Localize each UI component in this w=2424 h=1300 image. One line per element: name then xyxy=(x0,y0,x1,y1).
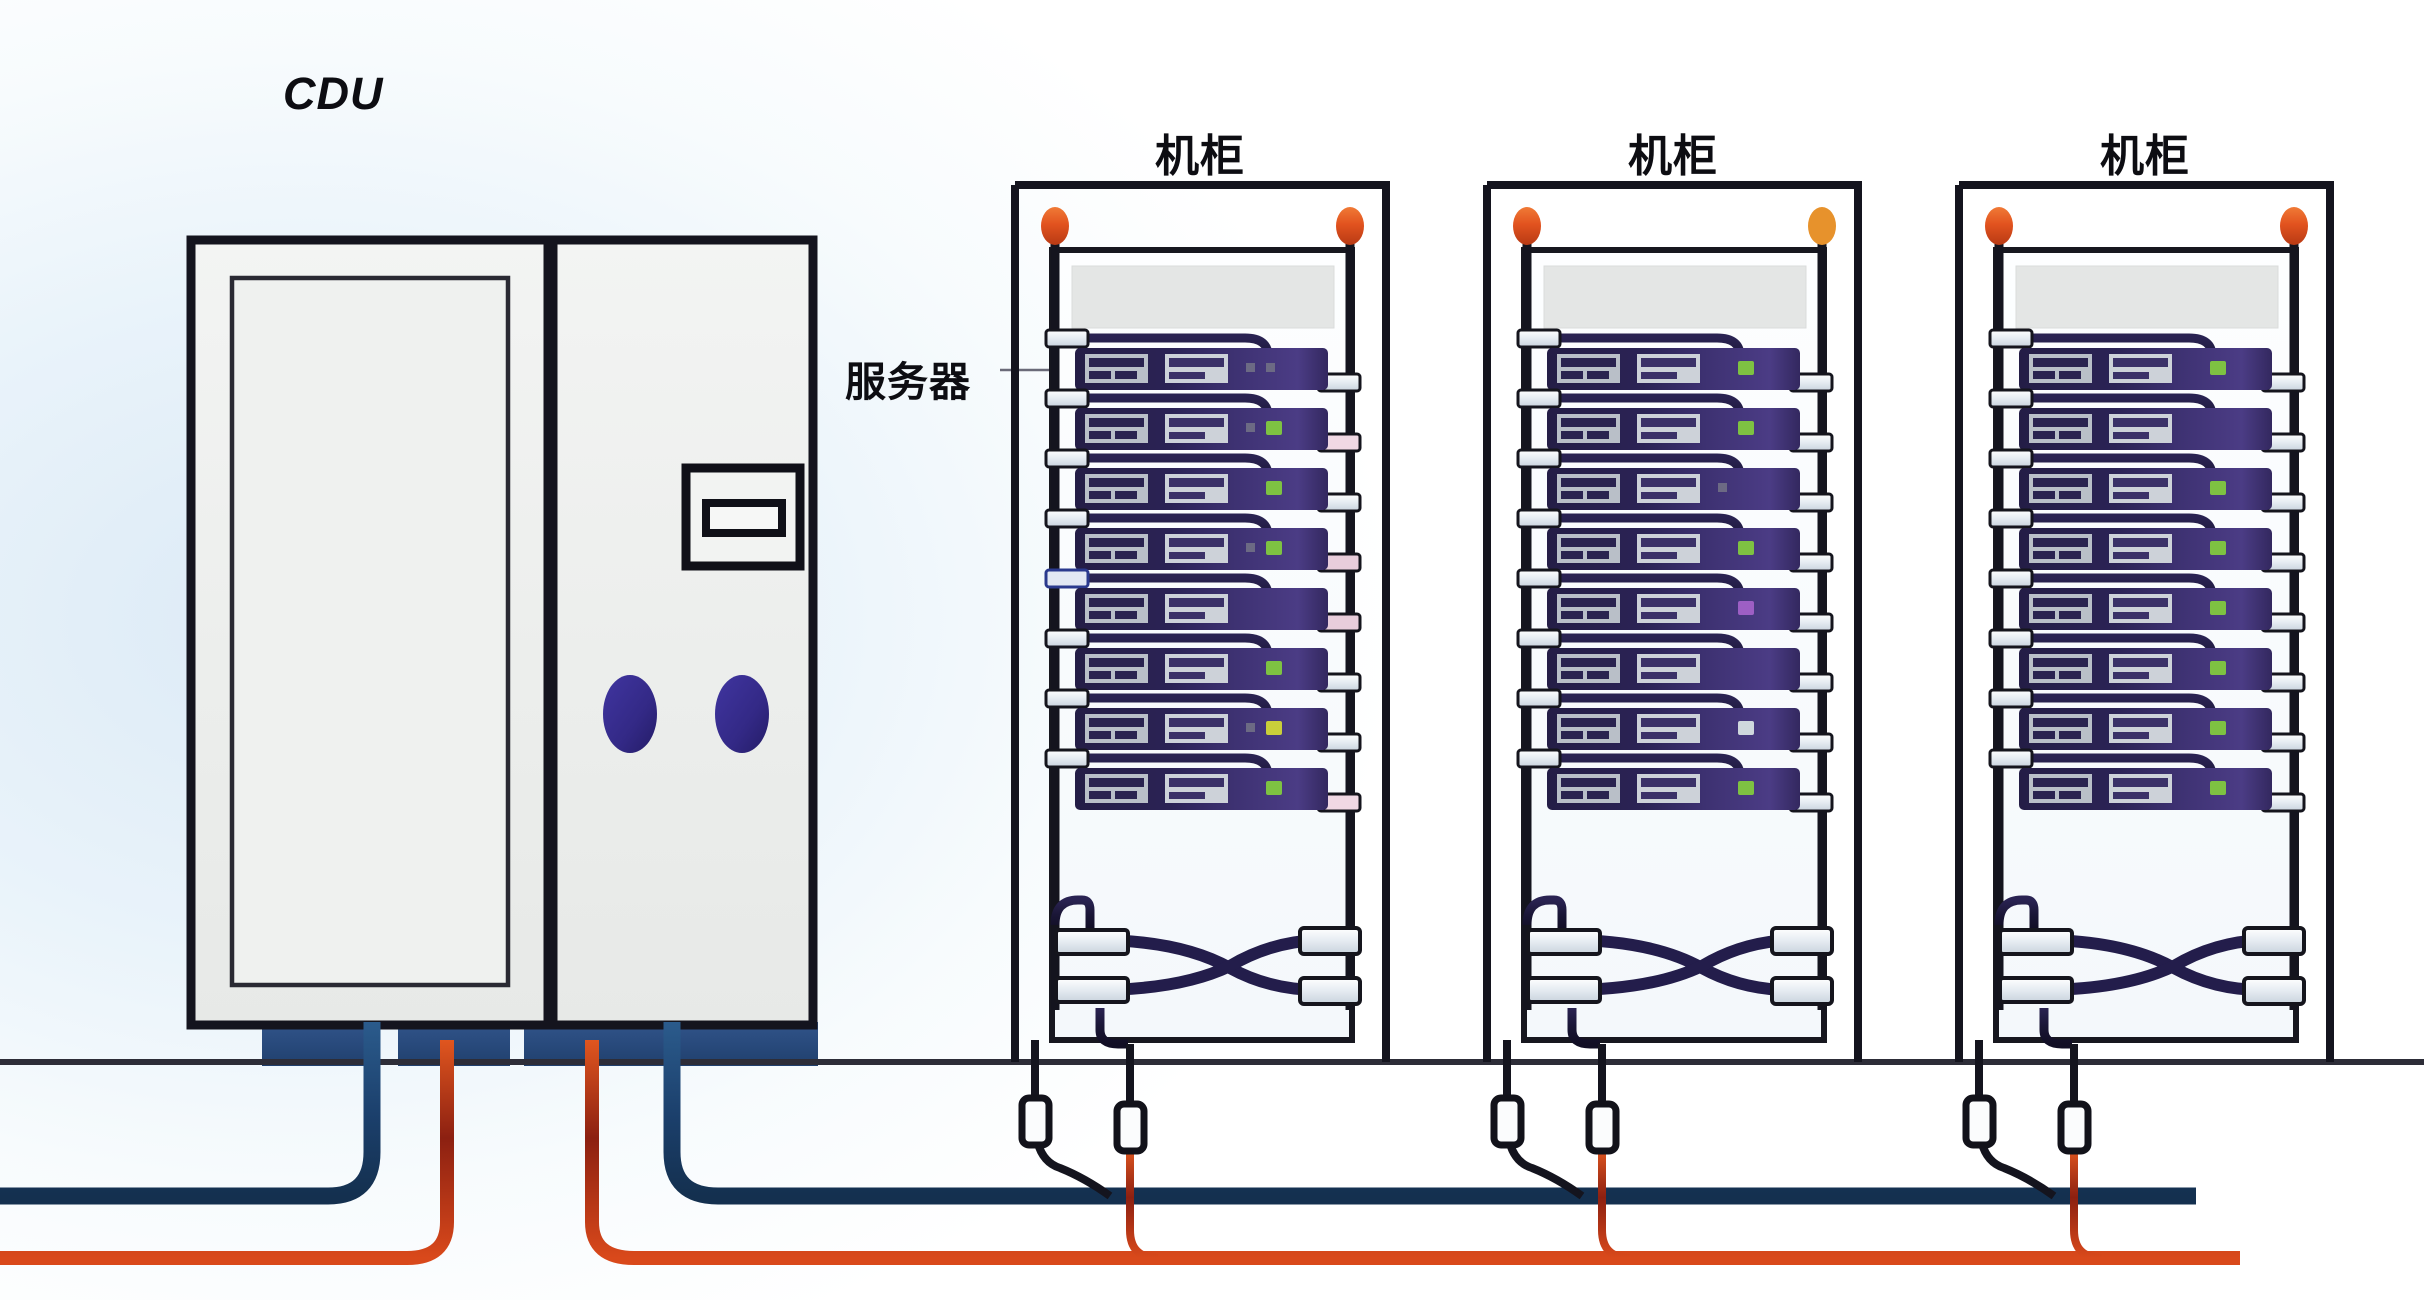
rack-2-led-right xyxy=(1808,207,1836,245)
floor-trunk-pipes xyxy=(0,1187,2240,1265)
rack-1-floor-drops xyxy=(1018,1040,1159,1262)
server-unit[interactable] xyxy=(1516,508,1834,573)
rack-2-valve-box-right xyxy=(1585,1100,1620,1155)
server-status-led xyxy=(2210,721,2226,735)
server-unit[interactable] xyxy=(1988,508,2306,573)
rack-1-servers[interactable] xyxy=(1044,328,1362,813)
server-unit[interactable] xyxy=(1988,448,2306,513)
rack-1-led-right xyxy=(1336,207,1364,245)
rack-2-led-left xyxy=(1513,207,1541,245)
rack-3[interactable] xyxy=(1955,181,2334,1262)
cdu-unit[interactable] xyxy=(186,235,818,1066)
rack-label-2: 机柜 xyxy=(1628,132,1718,181)
server-unit[interactable] xyxy=(1044,328,1362,393)
rack-3-led-right xyxy=(2280,207,2308,245)
rack-3-floor-drops xyxy=(1962,1040,2103,1262)
cdu-control-panel[interactable] xyxy=(681,463,805,571)
server-unit[interactable] xyxy=(1044,388,1362,453)
rack-label-1: 机柜 xyxy=(1155,132,1245,181)
rack-3-blank-panel xyxy=(2015,265,2279,329)
rack-3-top-indicators xyxy=(1985,207,2308,245)
server-unit[interactable] xyxy=(1044,508,1362,573)
rack-3-valve-box-left xyxy=(1962,1094,1997,1149)
rack-1[interactable] xyxy=(1011,181,1390,1262)
cdu-indicator-oval-2 xyxy=(715,675,769,753)
server-unit[interactable] xyxy=(1044,568,1362,633)
server-status-led xyxy=(1266,481,1282,495)
server-unit[interactable] xyxy=(1988,388,2306,453)
server-status-led xyxy=(1266,661,1282,675)
cdu-label: CDU xyxy=(283,68,384,119)
server-unit[interactable] xyxy=(1516,388,1834,453)
server-unit[interactable] xyxy=(1044,688,1362,753)
rack-2-bottom-manifold xyxy=(1522,895,1834,1049)
server-status-led xyxy=(1738,541,1754,555)
rack-2-servers[interactable] xyxy=(1516,328,1834,813)
server-status-led xyxy=(1738,601,1754,615)
rack-label-3: 机柜 xyxy=(2100,132,2190,181)
cdu-left-door-inner-frame xyxy=(229,275,511,988)
cdu-right-cabinet[interactable] xyxy=(548,235,818,1030)
server-status-led xyxy=(2210,781,2226,795)
rack-3-servers[interactable] xyxy=(1988,328,2306,813)
server-unit[interactable] xyxy=(1988,688,2306,753)
server-unit[interactable] xyxy=(1516,448,1834,513)
server-status-led xyxy=(2210,361,2226,375)
rack-2-floor-drops xyxy=(1490,1040,1631,1262)
rack-1-valve-box-left xyxy=(1018,1094,1053,1149)
server-status-led xyxy=(1266,421,1282,435)
rack-1-bottom-manifold xyxy=(1050,895,1362,1049)
server-unit[interactable] xyxy=(1516,328,1834,393)
server-status-led xyxy=(1266,721,1282,735)
server-status-led xyxy=(1266,781,1282,795)
cdu-indicator-oval-1 xyxy=(603,675,657,753)
server-status-led xyxy=(2210,601,2226,615)
server-unit[interactable] xyxy=(1516,568,1834,633)
server-status-led xyxy=(1738,781,1754,795)
rack-1-top-indicators xyxy=(1041,207,1364,245)
server-status-led xyxy=(1738,721,1754,735)
server-callout-label: 服务器 xyxy=(845,359,971,405)
rack-1-blank-panel xyxy=(1071,265,1335,329)
server-status-led xyxy=(1266,541,1282,555)
rack-2-valve-box-left xyxy=(1490,1094,1525,1149)
rack-3-led-left xyxy=(1985,207,2013,245)
server-unit[interactable] xyxy=(1044,628,1362,693)
server-unit[interactable] xyxy=(1988,328,2306,393)
server-unit[interactable] xyxy=(1988,748,2306,813)
server-unit[interactable] xyxy=(1516,628,1834,693)
rack-3-bottom-manifold xyxy=(1994,895,2306,1049)
cdu-left-cabinet[interactable] xyxy=(186,235,553,1030)
server-unit[interactable] xyxy=(1044,448,1362,513)
server-status-led xyxy=(2210,481,2226,495)
rack-2-blank-panel xyxy=(1543,265,1807,329)
server-unit[interactable] xyxy=(1516,748,1834,813)
rack-2[interactable] xyxy=(1483,181,1862,1262)
server-unit[interactable] xyxy=(1516,688,1834,753)
server-status-led xyxy=(1738,361,1754,375)
rack-1-valve-box-right xyxy=(1113,1100,1148,1155)
cdu-supply-pipe-right xyxy=(663,1022,2196,1205)
server-status-led xyxy=(2210,541,2226,555)
server-status-led xyxy=(1738,421,1754,435)
server-unit[interactable] xyxy=(1988,568,2306,633)
rack-3-valve-box-right xyxy=(2057,1100,2092,1155)
server-unit[interactable] xyxy=(1988,628,2306,693)
server-status-led xyxy=(2210,661,2226,675)
rack-1-led-left xyxy=(1041,207,1069,245)
rack-2-top-indicators xyxy=(1513,207,1836,245)
cdu-return-pipe-right xyxy=(585,1040,2240,1265)
server-unit[interactable] xyxy=(1044,748,1362,813)
